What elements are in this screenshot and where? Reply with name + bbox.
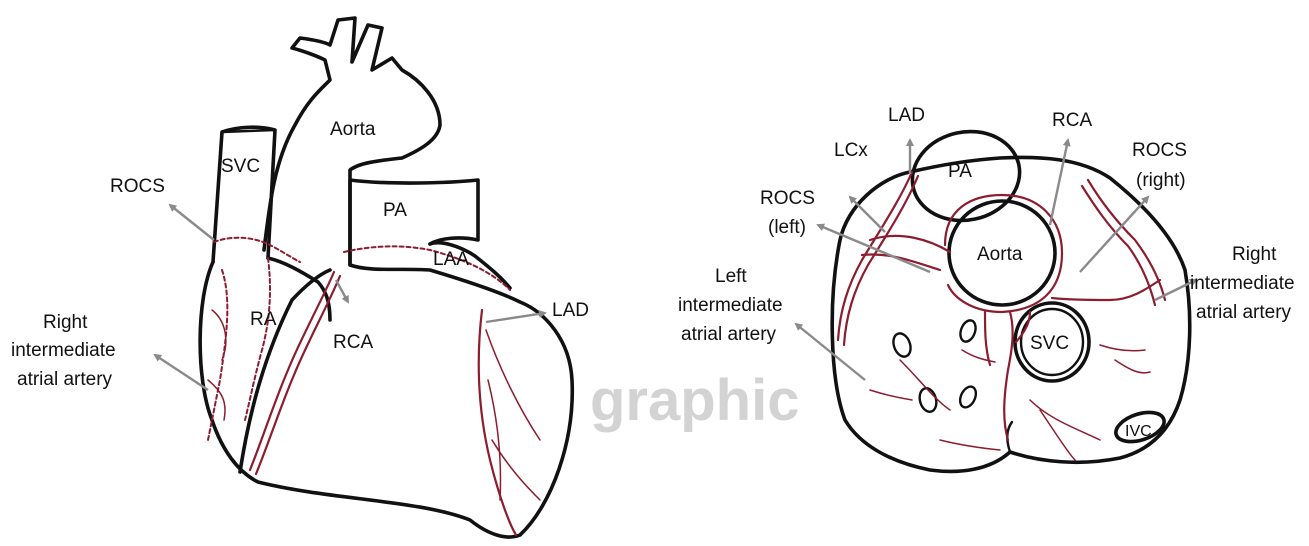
label-right-intermediate-1: Right [43,312,88,333]
label-ra: RA [250,309,277,330]
label-lad: LAD [552,300,589,321]
lad-vessel [479,310,516,535]
label-right-intermediate-3: atrial artery [1196,302,1292,323]
watermark: graphic [590,368,800,433]
label-left-intermediate-1: Left [715,266,747,287]
pulmonary-vein [890,331,913,359]
label-rca: RCA [333,332,373,353]
rocs-vessel [214,238,300,262]
label-rocs-right-2: (right) [1136,170,1186,191]
label-rca: RCA [1052,110,1092,131]
label-rocs: ROCS [110,176,165,197]
label-rocs-left-1: ROCS [760,188,815,209]
label-left-intermediate-2: intermediate [678,295,783,316]
label-laa: LAA [433,249,469,270]
label-lcx: LCx [834,140,868,161]
label-right-intermediate-2: intermediate [11,340,116,361]
label-rocs-left-2: (left) [768,217,806,238]
rca-right-vessel [1088,180,1165,300]
crux-vessel [1004,312,1012,440]
right-atrial-border [240,270,330,472]
label-right-intermediate-3: atrial artery [17,369,113,390]
label-pa: PA [383,200,407,221]
label-right-intermediate-2: intermediate [1190,273,1295,294]
label-aorta: Aorta [977,244,1023,265]
label-ivc: IVC [1125,423,1152,440]
interventricular-line [268,258,330,320]
label-pa: PA [948,161,972,182]
label-aorta: Aorta [330,119,376,140]
label-lad: LAD [888,105,925,126]
label-rocs-right-1: ROCS [1132,140,1187,161]
label-svc: SVC [1030,333,1069,354]
label-svc: SVC [221,156,260,177]
aorta-outline [264,18,440,265]
anterior-heart-view: Aorta SVC ROCS PA LAA RA RCA LAD Right i… [11,18,589,537]
heart-outline [200,180,572,537]
label-left-intermediate-3: atrial artery [681,324,777,345]
label-right-intermediate-1: Right [1232,244,1277,265]
